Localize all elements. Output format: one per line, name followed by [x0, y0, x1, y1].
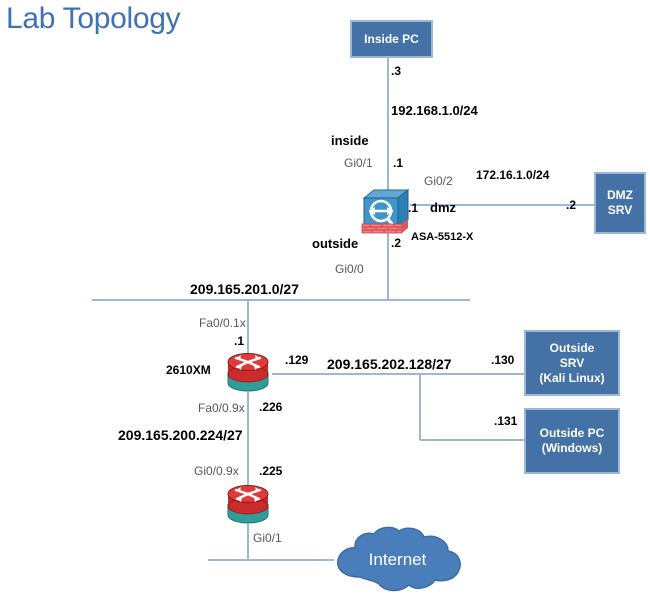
node-outside-pc-line-2: (Windows) [541, 441, 603, 455]
label-asa-dmz-ip: .1 [408, 201, 419, 215]
label-r1-fa0-0-9x: Fa0/0.9x [198, 401, 245, 415]
label-dmz-zone: dmz [430, 200, 456, 215]
node-internet-cloud[interactable]: Internet [330, 525, 465, 595]
node-dmz-srv-line-1: DMZ [607, 188, 633, 202]
node-outside-srv-line-3: (Kali Linux) [539, 370, 605, 385]
label-inside-pc-ip: .3 [391, 64, 402, 78]
node-outside-pc-line-1: Outside PC [539, 426, 605, 440]
label-outside-pc-ip: .131 [494, 414, 518, 428]
label-asa-outside-ip: .2 [391, 236, 402, 250]
node-inside-pc[interactable]: Inside PC [350, 20, 433, 58]
node-outside-pc[interactable]: Outside PC (Windows) [524, 408, 620, 474]
label-outside-subnet: 209.165.201.0/27 [190, 281, 299, 297]
label-r1-down-ip: .226 [259, 400, 283, 414]
node-outside-srv-line-1: Outside [549, 340, 595, 355]
node-dmz-srv[interactable]: DMZ SRV [594, 172, 646, 234]
node-dmz-srv-line-2: SRV [607, 203, 633, 217]
label-r2-gi0-0-9x: Gi0/0.9x [194, 464, 239, 478]
label-r1-right-ip: .129 [285, 353, 309, 367]
router-2610xm-icon[interactable] [224, 350, 272, 394]
label-dmz-subnet: 172.16.1.0/24 [476, 168, 550, 182]
asa-5512-x-firewall-icon[interactable] [360, 186, 412, 234]
page-title: Lab Topology [6, 2, 181, 35]
label-asa-gi0-2: Gi0/2 [424, 174, 453, 188]
label-outside-zone: outside [312, 236, 359, 251]
node-outside-srv-line-2: SRV [559, 355, 585, 370]
node-internet-label: Internet [368, 550, 427, 569]
label-inside-subnet: 192.168.1.0/24 [391, 103, 478, 118]
label-asa-gi0-0: Gi0/0 [335, 262, 364, 276]
label-dmz-srv-ip: .2 [566, 198, 577, 212]
node-outside-srv[interactable]: Outside SRV (Kali Linux) [524, 330, 620, 396]
label-inside-zone: inside [331, 133, 369, 148]
router-edge-icon[interactable] [224, 482, 272, 526]
label-dmz2-subnet: 209.165.202.128/27 [327, 356, 452, 372]
label-asa-model: ASA-5512-X [411, 231, 474, 243]
label-asa-gi0-1: Gi0/1 [344, 156, 373, 170]
label-r2-up-ip: .225 [259, 464, 283, 478]
label-mid-subnet: 209.165.200.224/27 [118, 427, 243, 443]
label-r1-fa0-0-1x: Fa0/0.1x [199, 316, 246, 330]
label-r1-model: 2610XM [166, 363, 211, 377]
label-r1-inside-ip: .1 [234, 334, 245, 348]
cloud-shape-icon [336, 526, 461, 592]
node-inside-pc-label: Inside PC [364, 31, 419, 46]
label-r2-gi0-1: Gi0/1 [253, 531, 282, 545]
label-asa-inside-ip: .1 [393, 156, 404, 170]
label-outside-srv-ip: .130 [491, 353, 515, 367]
